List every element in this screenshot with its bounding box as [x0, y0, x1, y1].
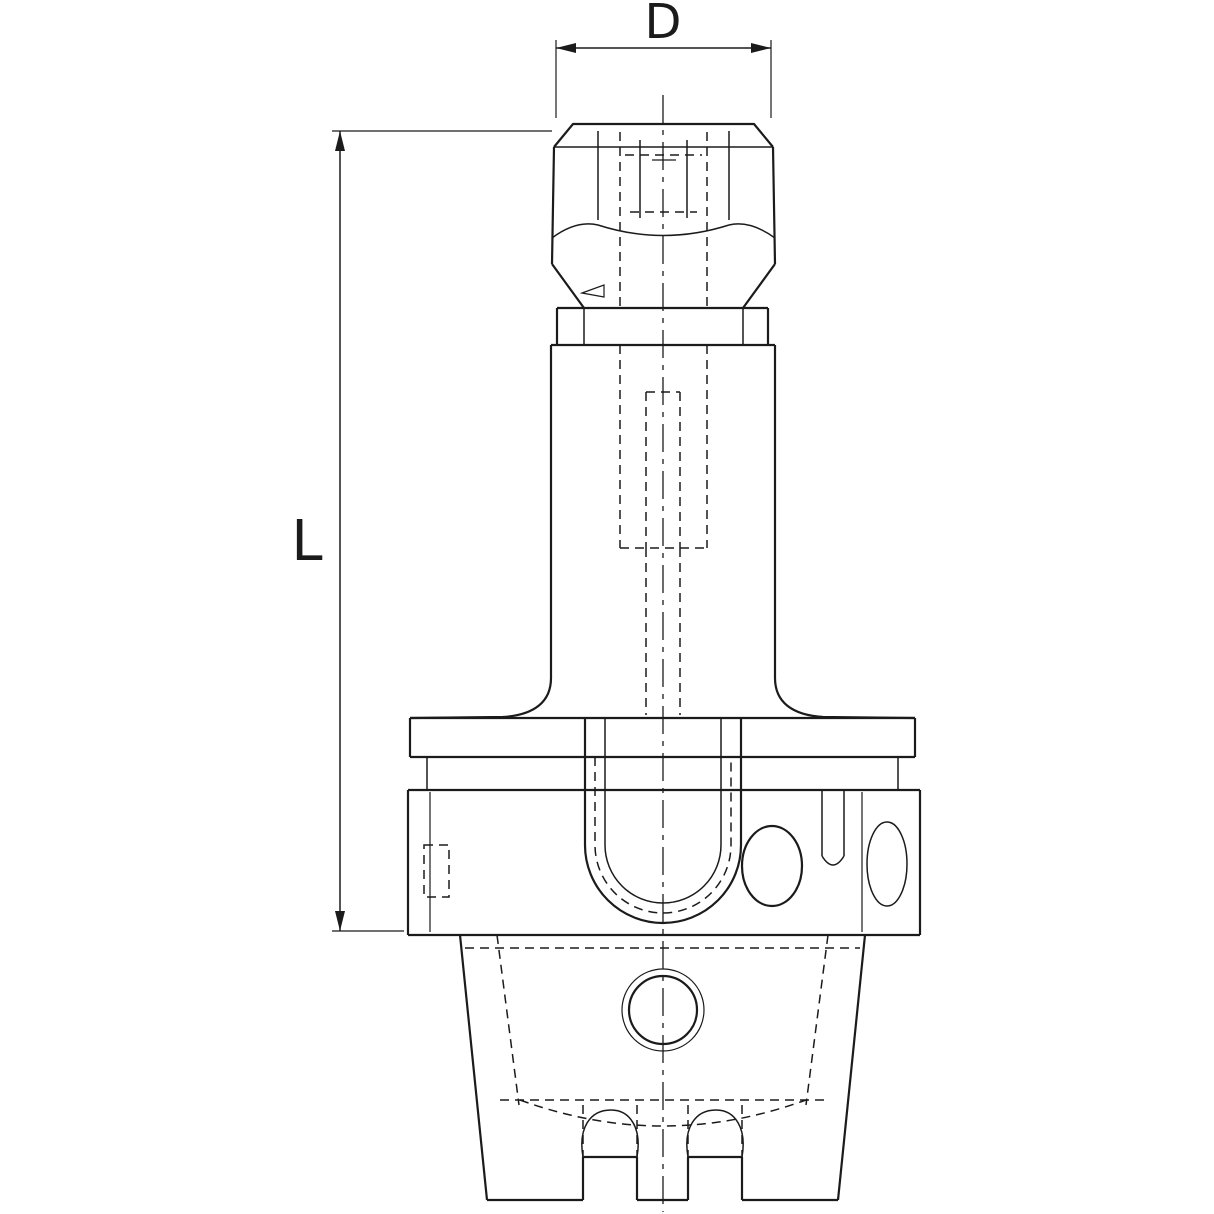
side-hole-chamfer [621, 968, 705, 1052]
diameter-dimension-label: D [645, 0, 682, 50]
gripper-hole-edge [866, 821, 908, 907]
length-dimension-label: L [291, 509, 322, 574]
part-outline [406, 122, 922, 1202]
side-hole [627, 974, 699, 1046]
gripper-hole [740, 824, 804, 908]
arrowhead-left [556, 43, 576, 53]
dimension-d: D [555, 0, 772, 118]
hidden-lines [423, 132, 860, 1157]
arrowhead-top [335, 131, 345, 151]
arrowhead-bottom [335, 911, 345, 931]
part-details [429, 131, 908, 1158]
dimension-l: L [291, 130, 552, 932]
collet-slot-marker [579, 284, 605, 298]
arrowhead-right [751, 43, 771, 53]
